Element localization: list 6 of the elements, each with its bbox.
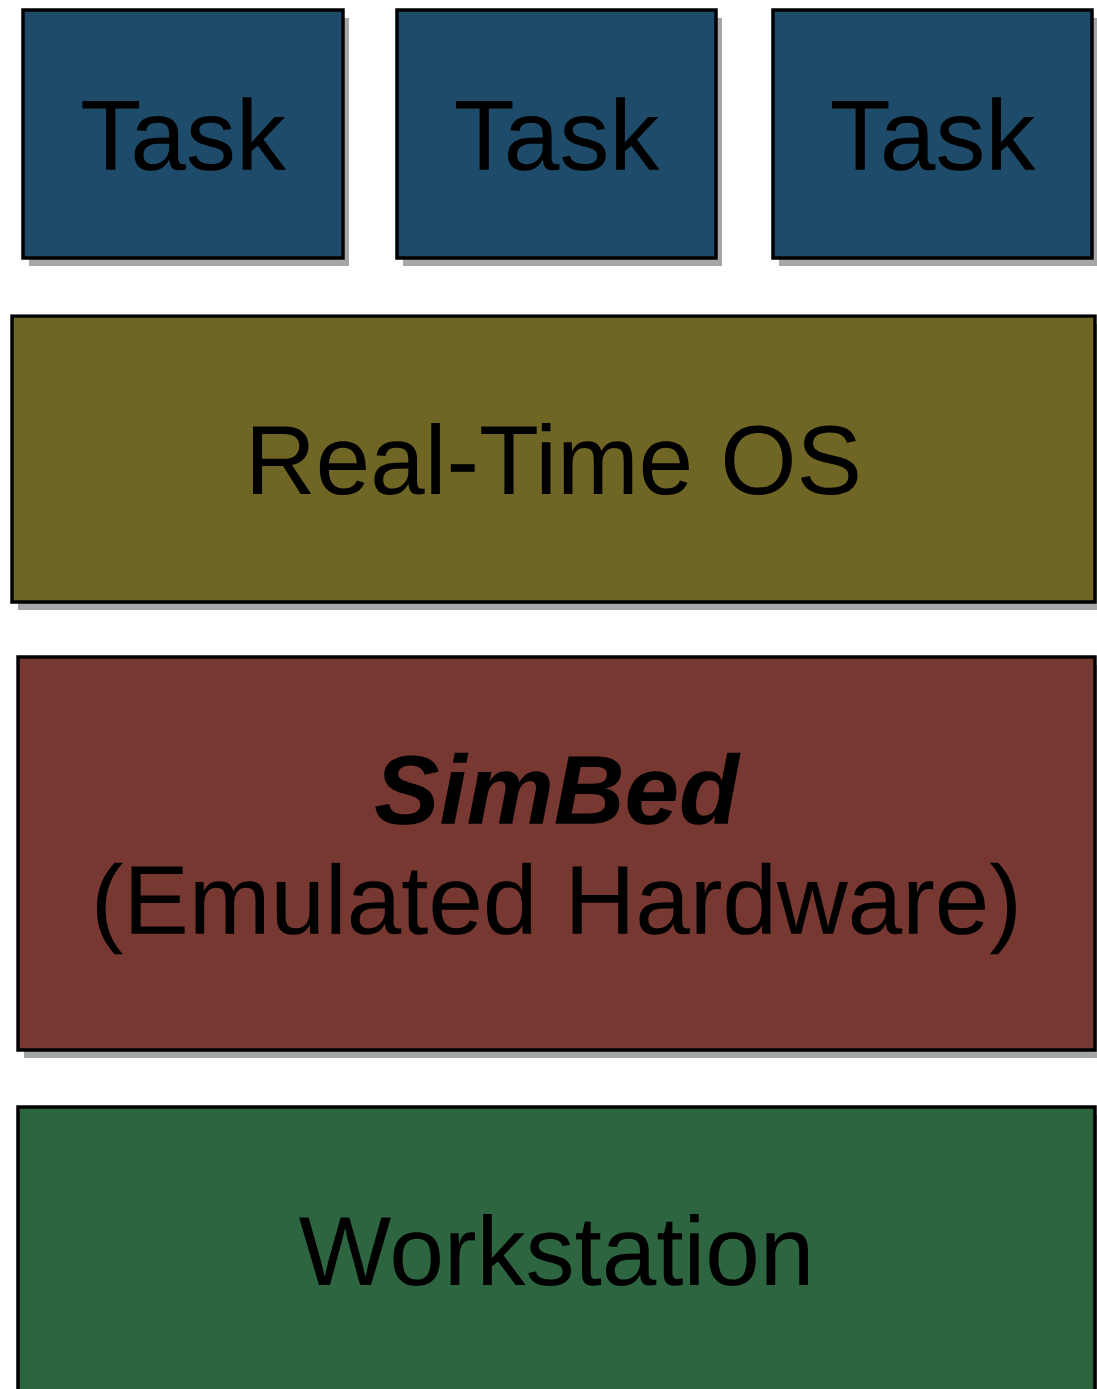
task-box: Task <box>395 8 722 266</box>
layer-box: Real-Time OS <box>10 314 1097 610</box>
task-box: Task <box>21 8 349 266</box>
layer-box: SimBed (Emulated Hardware) <box>16 655 1097 1058</box>
task-box: Task <box>771 8 1097 266</box>
layer-box: Workstation <box>16 1105 1097 1389</box>
